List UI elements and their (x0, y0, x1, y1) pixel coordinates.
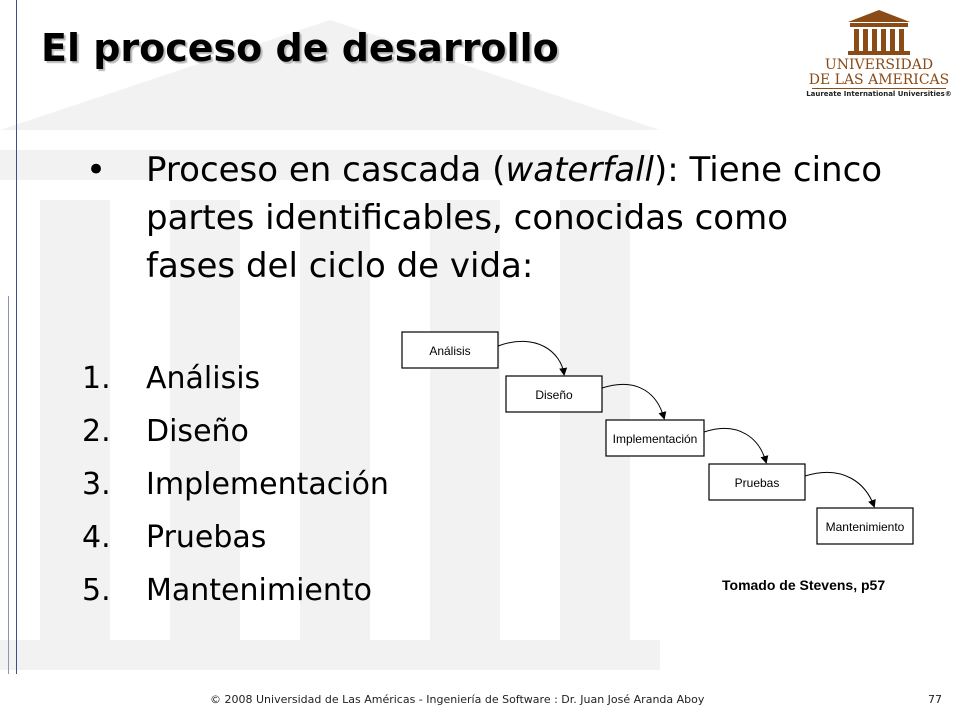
list-item-number: 2. (82, 414, 111, 449)
bullet-paragraph: Proceso en cascada (waterfall): Tiene ci… (146, 146, 886, 290)
list-item: 2. Diseño (82, 405, 392, 458)
left-border-line-secondary (8, 296, 9, 674)
list-item-label: Mantenimiento (146, 573, 372, 608)
university-logo: UNIVERSIDAD DE LAS AMERICAS Laureate Int… (806, 8, 952, 100)
logo-text-line1: UNIVERSIDAD (824, 57, 934, 73)
list-item: 4. Pruebas (82, 511, 392, 564)
logo-text-line2: DE LAS AMERICAS (808, 72, 950, 88)
building-logo-icon (848, 10, 910, 55)
logo-divider (812, 88, 946, 89)
phase-list: 1. Análisis 2. Diseño 3. Implementación 4. P… (82, 352, 392, 617)
phase-box-analisis: Análisis (401, 331, 499, 369)
arrow-connector (804, 471, 876, 508)
phase-box-pruebas: Pruebas (708, 463, 806, 501)
list-item-label: Análisis (146, 361, 261, 396)
arrow-connector (497, 340, 568, 376)
phase-label: Análisis (429, 344, 470, 358)
list-item: 3. Implementación (82, 458, 392, 511)
bullet-text-before: Proceso en cascada ( (146, 150, 506, 190)
list-item: 1. Análisis (82, 352, 392, 405)
list-item-number: 1. (82, 361, 111, 396)
slide-title: El proceso de desarrollo (41, 26, 559, 70)
page-number: 77 (928, 693, 942, 706)
list-item-number: 4. (82, 520, 111, 555)
phase-label: Implementación (613, 432, 698, 446)
left-border-line (16, 0, 17, 674)
list-item-number: 5. (82, 573, 111, 608)
phase-box-diseno: Diseño (505, 375, 603, 413)
arrow-connector (601, 383, 667, 420)
list-item-number: 3. (82, 467, 111, 502)
list-item-label: Diseño (146, 414, 249, 449)
waterfall-diagram: Análisis Diseño Implementación Pruebas M… (401, 331, 914, 545)
phase-box-mantenimiento: Mantenimiento (816, 507, 914, 545)
arrow-connector (703, 427, 769, 464)
list-item-label: Implementación (146, 467, 389, 502)
logo-text-line3: Laureate International Universities® (806, 90, 952, 98)
footer-text: © 2008 Universidad de Las Américas - Ing… (210, 693, 705, 706)
bullet-text-emphasis: waterfall (505, 150, 654, 190)
list-item-label: Pruebas (146, 520, 267, 555)
list-item: 5. Mantenimiento (82, 564, 392, 617)
phase-label: Diseño (535, 388, 573, 402)
bullet-text-after: ): Tiene cinco partes identificables, co… (146, 150, 883, 286)
diagram-caption: Tomado de Stevens, p57 (722, 577, 886, 593)
phase-box-implementacion: Implementación (605, 419, 705, 457)
bullet-icon: • (86, 150, 107, 190)
phase-label: Pruebas (735, 476, 780, 490)
phase-label: Mantenimiento (826, 520, 905, 534)
